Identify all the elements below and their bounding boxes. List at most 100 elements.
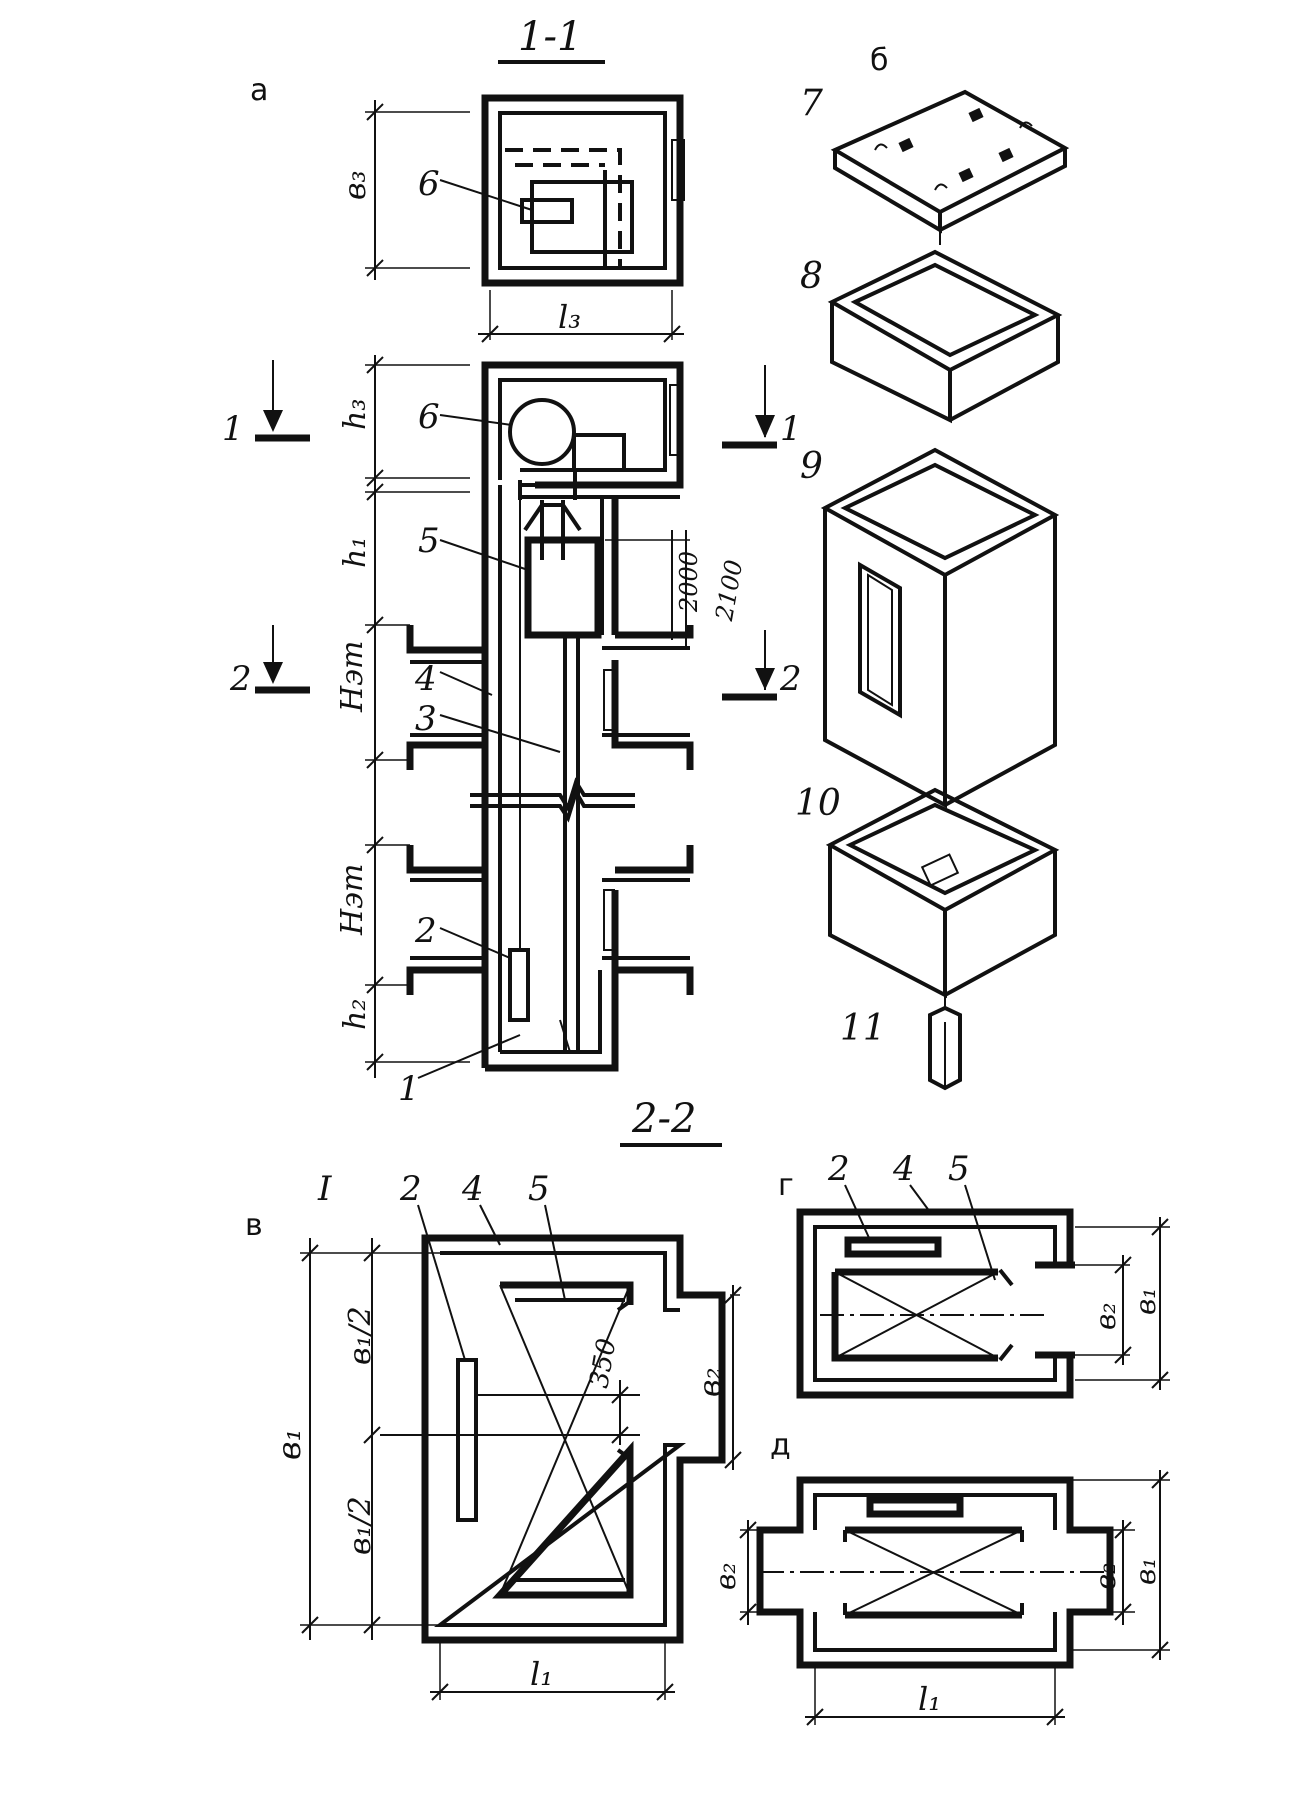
machine-room-section-window [669,384,683,456]
traction-motor [572,433,626,472]
dim-label-h1: h₁ [338,537,373,568]
dim-label-b3: в₃ [338,171,373,201]
label-10: 10 [795,783,841,824]
landing-door-lower [603,889,615,951]
dim-label-2100: 2100 [710,558,748,624]
label-11: 11 [840,1008,886,1049]
plan-v-inner-wall [434,1251,686,1627]
machine-room-outer-wall [481,94,684,287]
plan-g-label-4: 4 [892,1149,915,1189]
label-2: 2 [414,911,437,951]
section-mark-1-right: 1 [722,365,802,449]
section-title-2-2: 2-2 [631,1096,696,1142]
winch-frame [530,180,634,254]
dim-label-v1-half-top: в₁/2 [343,1306,378,1365]
label-6: 6 [418,397,440,437]
plan-v-part-labels: 2 4 5 [399,1169,566,1361]
dim-label-l3: l₃ [558,298,581,336]
floor-slabs-left [406,625,485,995]
plan-g-counterweight [844,1236,942,1258]
dim-label-v2-plan-d-left: в₂ [709,1562,742,1590]
svg-text:2: 2 [779,659,802,699]
machine-room-section-inner [498,378,667,480]
block-11-post [928,995,962,1091]
block-7-roof-slab [830,89,1070,245]
hoist-ropes [540,500,565,560]
section-mark-1-left: 1 [222,360,310,449]
label-5: 5 [418,521,440,561]
section-mark-2-left: 2 [229,625,310,699]
elevator-shaft-section [406,361,694,1072]
dim-label-h3: h₃ [338,399,373,430]
dim-label-v1-left: в₁ [270,1429,308,1460]
pit-inner [500,970,602,1054]
label-7: 7 [800,83,823,124]
plan-g-label-5: 5 [948,1149,970,1189]
panel-letter-v: в [245,1208,263,1243]
plan-v-outer-wall [421,1234,726,1644]
plan-d-dimensions: в₂ в₂ в₁ l₁ [709,1470,1170,1726]
plan-v-car-cross-2 [499,1284,631,1596]
svg-text:1: 1 [222,409,244,449]
plan-g-outer-wall [796,1208,1074,1399]
plan-g-label-2: 2 [827,1149,850,1189]
dim-label-v2-plan-d-right: в₂ [1089,1562,1122,1590]
exploded-view: 7 8 9 10 [795,83,1070,1091]
plan-v: 350 [380,1234,726,1644]
plan-d [756,1476,1115,1669]
block-8-machine-room [827,249,1063,424]
svg-text:2: 2 [229,659,252,699]
pit-outer [485,970,619,1072]
machine-room-window [671,139,685,201]
roman-one: I [317,1169,332,1209]
hoist-outline-dashed [505,148,622,268]
panel-letter-b: б [870,43,889,78]
machine-room-dimensions: в₃ l₃ [338,100,684,343]
block-9-door-opening [858,561,902,719]
section-mark-2-right: 2 [722,630,802,701]
plan-v-label-4: 4 [461,1169,484,1209]
dim-label-v1-plan-g: в₁ [1129,1287,1162,1315]
dim-label-v2-plan-v: в₂ [693,1368,728,1398]
dim-label-h2: h₂ [338,999,373,1030]
label-1: 1 [398,1069,420,1109]
panel-letter-d: д [770,1428,791,1463]
plan-v-label-5: 5 [528,1169,550,1209]
plan-d-car [845,1526,1022,1619]
plan-g-dimensions: в₂ в₁ [1075,1217,1170,1390]
floor-slabs-right [602,625,694,995]
plan-g [796,1208,1075,1399]
panel-letter-g: г [778,1168,794,1203]
dim-label-v1-plan-d: в₁ [1129,1557,1162,1585]
block-9-shaft-section [820,447,1060,809]
winch-motor [520,198,574,224]
machine-room-inner-wall [498,111,667,270]
label-6-top: 6 [418,164,440,204]
traction-sheave [508,398,576,466]
label-4: 4 [414,659,437,699]
counterweight [508,948,530,1022]
landing-door-upper [603,669,615,731]
dim-label-l1-plan-v: l₁ [530,1655,553,1693]
leader-6-top [439,179,533,211]
section-title-1-1: 1-1 [518,14,582,60]
block-10-pit [825,787,1060,999]
plan-d-counterweight [866,1496,964,1518]
dim-label-l1-plan-d: l₁ [918,1680,941,1718]
plan-v-label-2: 2 [399,1169,422,1209]
label-9: 9 [800,446,823,487]
machine-room-section-wall [481,361,684,489]
break-line [470,777,635,823]
shaft-part-labels: 6 5 4 3 2 1 [398,397,561,1109]
dim-label-hzt-upper: Hэт [335,641,370,713]
panel-letter-a: а [250,73,268,108]
dim-label-350: 350 [584,1336,622,1390]
svg-text:1: 1 [780,409,802,449]
label-3: 3 [415,699,437,739]
plan-v-dimensions: в₁ в₁/2 в₁/2 в₂ l₁ [270,1238,742,1701]
machine-room-plan [481,94,685,287]
dim-label-v2-plan-g: в₂ [1089,1302,1122,1330]
dim-label-hzt-lower: Hэт [335,864,370,936]
